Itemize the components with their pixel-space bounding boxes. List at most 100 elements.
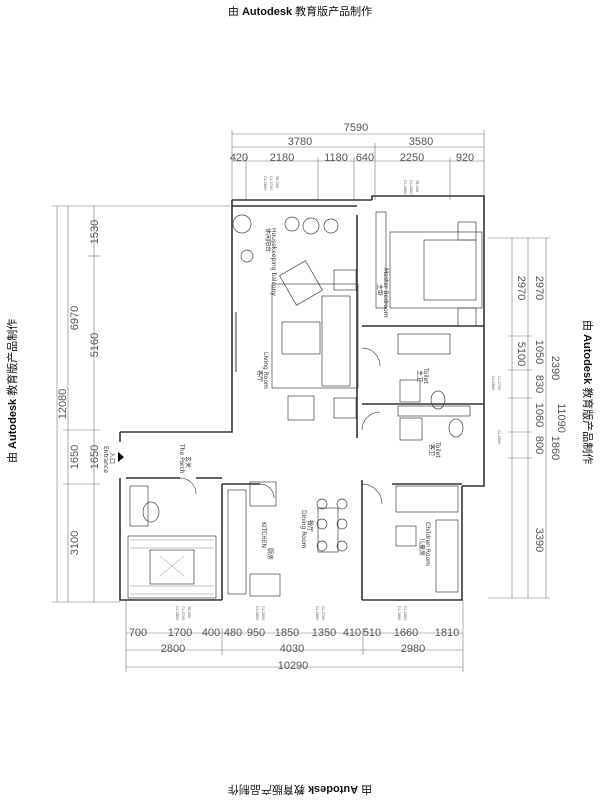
room-label-living: 客厅 [256,370,264,382]
dim-left-mid: 3100 [69,531,81,555]
furniture [127,211,483,599]
elevation-note: CL:2800 [263,176,267,190]
room-label-living-en: Living Room [262,352,269,389]
toilet-icon [448,418,464,438]
room-label-dining: 餐厅 [306,520,314,532]
armchair [287,395,315,421]
dim-bottom-seg: 400 [202,627,220,639]
room-label-entrance: 入口 [108,452,115,464]
rug-pattern [130,539,214,595]
armchair [279,260,323,306]
elevation-note: CL:2800 [175,606,179,620]
dim-bottom-seg: 1700 [168,627,192,639]
dim-top-right: 3580 [409,136,433,148]
dim-right-mid: 1060 [533,403,545,427]
dim-left-mid: 1650 [69,445,81,469]
bed [435,519,459,593]
dim-right-mid: 800 [533,436,545,454]
dim-bottom-seg: 1850 [275,627,299,639]
room-label-master-en: Master Bedroom [382,268,389,318]
room-label-master: 主卧 [376,284,384,296]
dimension-lines [52,130,550,672]
dim-right-mid: 2970 [533,276,545,300]
dim-bottom-seg: 1810 [435,627,459,639]
dim-left-inner: 1650 [89,445,101,469]
elevation-note: CL:2600 [409,180,413,194]
dining-table [317,507,339,553]
coffee-table [281,321,321,355]
dim-top-left: 3780 [288,136,312,148]
dim-bottom-seg: 1660 [394,627,418,639]
bed [389,231,483,309]
dim-bottom-seg: 410 [343,627,361,639]
dim-bottom-mid: 2980 [401,643,425,655]
room-label-balcony-en: Housekeeping balcony [270,228,277,296]
dim-left-mid: 6970 [69,306,81,330]
kitchen-counter [227,489,247,595]
room-label-kitchen-en: KITCHEN [260,522,267,548]
elevation-note: CL:2700 [321,606,325,620]
dim-bottom-overall: 10290 [278,660,309,672]
elevation-note: TB:200 [187,605,191,618]
room-label-balcony: 休闲阳台 [264,228,272,252]
elevation-note: CL:2700 [269,176,273,190]
room-label-kitchen: 厨房 [266,548,274,560]
doors [179,347,383,505]
sofa [321,295,351,387]
dim-bottom-seg: 950 [247,627,265,639]
elevation-notes: CL:2800 CL:2700 TB:200 CL:2800 CL:2600 T… [175,175,501,620]
elevation-note: TB:200 [415,179,419,192]
elevation-note: CL:2800 [315,606,319,620]
dim-left-inner: 5160 [89,333,101,357]
dim-top-seg: 640 [356,152,374,164]
dim-bottom-seg: 700 [129,627,147,639]
walls [119,195,485,601]
dim-right-inner: 1860 [549,436,561,460]
dim-right-mid: 1050 [533,340,545,364]
dim-bottom-mid: 4030 [280,643,304,655]
dim-top-seg: 2180 [270,152,294,164]
room-label-child-en: Children Room [424,522,431,566]
rug [127,535,217,599]
dim-top-seg: 1180 [324,152,348,164]
dim-right-outer: 5100 [515,342,527,366]
dim-bottom-seg: 1350 [312,627,336,639]
toilet-icon [430,390,446,410]
room-label-toilet2-en: Toilet [434,441,441,458]
room-label-porch-en: The Porch [178,443,185,474]
room-label-toilet1-en: Toilet [422,367,429,384]
room-label-porch: 玄关 [184,456,192,468]
elevation-note: CL:2800 [397,606,401,620]
elevation-note: CL:2600 [403,606,407,620]
plant-icon [232,214,252,234]
elevation-note: CL:2800 [491,376,495,390]
elevation-note: CL:2600 [497,430,501,444]
dim-right-overall: 11090 [555,403,567,433]
dim-right-inner: 2390 [549,356,561,380]
room-label-toilet1: 主卫 [416,370,424,382]
dim-top-seg: 2250 [400,152,424,164]
dim-bottom-seg: 480 [224,627,242,639]
dim-top-seg: 920 [456,152,474,164]
watermark-top: 由 Autodesk 教育版产品制作 [227,6,373,18]
dim-left-overall: 12080 [57,389,69,420]
entrance-arrow-icon [118,452,124,462]
elevation-note: CL:2800 [255,606,259,620]
room-label-entrance-en: Entrance [102,446,109,473]
elevation-note: CL:2800 [403,180,407,194]
dim-right-mid: 830 [533,375,545,393]
dim-top-seg: 420 [230,152,248,164]
elevation-note: CL:2700 [497,376,501,390]
dim-right-outer: 2970 [515,276,527,300]
dim-right-mid: 3390 [533,528,545,552]
dim-bottom-seg: 510 [363,627,381,639]
dim-top-overall: 7590 [344,122,368,134]
dim-bottom-mid: 2800 [161,643,185,655]
dim-left-inner: 1530 [89,220,101,244]
elevation-note: CL:2600 [261,606,265,620]
room-label-dining-en: Dining Room [300,510,307,549]
elevation-note: TB:200 [275,175,279,188]
room-label-toilet2: 客卫 [428,444,436,456]
elevation-note: CL:2700 [181,606,185,620]
